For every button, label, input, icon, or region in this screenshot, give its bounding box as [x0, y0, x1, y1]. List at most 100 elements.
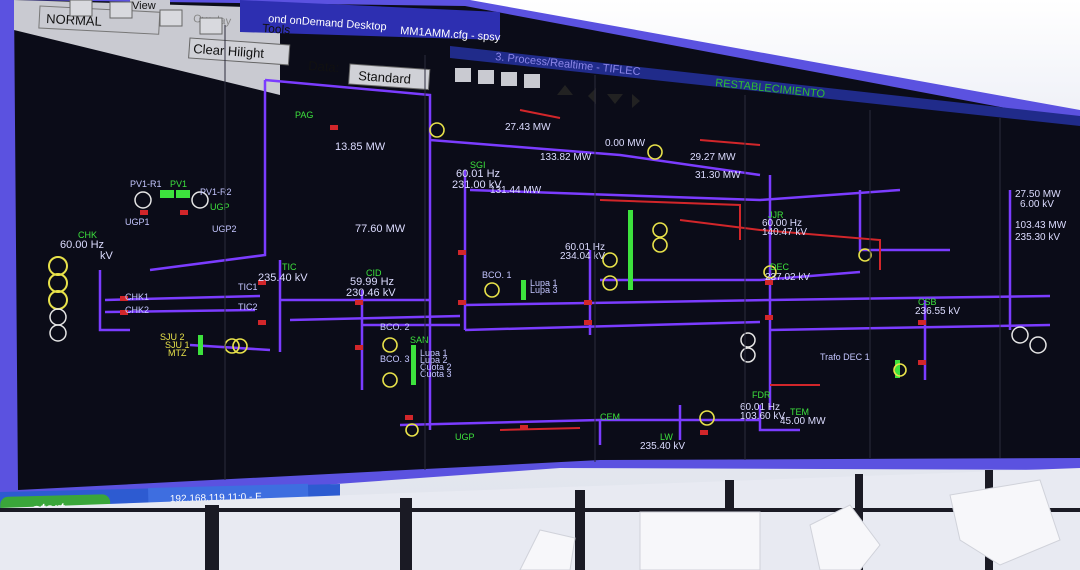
- breakers: [120, 125, 926, 435]
- label-flow-1385: 13.85 MW: [335, 141, 386, 153]
- label-ugp-bot: UGP: [455, 432, 475, 442]
- label-fdr: FDR: [752, 390, 771, 400]
- nav-button-next[interactable]: [501, 72, 517, 86]
- label-lupa2: Lupa 2: [420, 355, 448, 365]
- transformer-icon: [652, 222, 668, 238]
- chairs: [519, 479, 1061, 570]
- toolbar-button-3[interactable]: [159, 9, 183, 27]
- label-right-600: 6.00 kV: [1020, 199, 1054, 210]
- transformer-icon: [405, 423, 419, 437]
- generator-icon: [49, 324, 67, 342]
- nav-button-first[interactable]: [455, 68, 471, 82]
- data-label: Data:: [308, 58, 340, 75]
- clear-hilight-label: Clear Hilight: [193, 41, 265, 61]
- transformer-icon: [382, 337, 398, 353]
- view-menu[interactable]: [130, 0, 170, 12]
- transformer-icon: [484, 282, 500, 298]
- diagram-labels: PV1 PV1-R1 PV1-R2 UGP1 UGP2 UGP CHK 60.0…: [60, 110, 1067, 452]
- label-lw: LW: [660, 432, 673, 442]
- label-san: SAN: [410, 335, 429, 345]
- label-chk: CHK: [78, 230, 97, 240]
- label-trafo-dec: Trafo DEC 1: [820, 352, 870, 362]
- wall-base: [0, 468, 1080, 570]
- left-arrow-icon[interactable]: [588, 88, 596, 104]
- label-tem-mw: 45.00 MW: [780, 416, 826, 427]
- label-flow-3130: 31.30 MW: [695, 170, 741, 181]
- label-chk1: CHK1: [125, 292, 149, 302]
- label-cuota3: Cuota 3: [420, 369, 452, 379]
- bus-lines: [98, 78, 1051, 445]
- label-jjr-hz: 60.00 Hz: [762, 218, 802, 229]
- label-fdr-hz: 60.01 Hz: [740, 402, 780, 413]
- label-lupa1: Lupa 1: [420, 348, 448, 358]
- red-traces: [499, 109, 881, 431]
- tools-menu-label[interactable]: Tools: [262, 21, 291, 37]
- generator-icon: [191, 191, 209, 209]
- label-pv1-r1: PV1-R1: [130, 179, 162, 189]
- data-dropdown[interactable]: [348, 63, 431, 91]
- nav-button-prev[interactable]: [478, 70, 494, 84]
- label-tic: TIC: [282, 262, 297, 272]
- label-flow-13382: 133.82 MW: [540, 152, 592, 163]
- label-pag: PAG: [295, 110, 313, 120]
- screen-seams: [224, 25, 1001, 480]
- label-ugp1: UGP1: [125, 217, 150, 227]
- toolbar-button-1[interactable]: [69, 0, 93, 17]
- label-sgi-hz: 60.01 Hz: [456, 168, 500, 180]
- clear-hilight-button[interactable]: [188, 37, 291, 66]
- label-cid: CID: [366, 268, 382, 278]
- label-ugp: UGP: [210, 202, 230, 212]
- transformer-icon: [652, 237, 668, 253]
- label-bco3: BCO. 3: [380, 354, 410, 364]
- transformer-icon: [647, 144, 663, 160]
- label-ugp2: UGP2: [212, 224, 237, 234]
- label-cem: CEM: [600, 412, 620, 422]
- transformer-icon: [602, 252, 618, 268]
- generator-icons-white: [49, 191, 1047, 363]
- data-dropdown-value: Standard: [358, 68, 412, 87]
- label-bus-hz: 60.01 Hz: [565, 242, 605, 253]
- toolbar-button-4[interactable]: [199, 17, 223, 35]
- label-cid-hz: 59.99 Hz: [350, 276, 394, 288]
- label-sju1: SJU 1: [165, 340, 190, 350]
- view-menu-label: View: [132, 0, 156, 12]
- label-jjr-kv: 140.47 kV: [762, 227, 807, 238]
- process-bar: [450, 46, 1080, 126]
- label-right-10343: 103.43 MW: [1015, 220, 1067, 231]
- transformer-icon: [763, 265, 777, 279]
- label-sgi-kv: 231.00 kV: [452, 179, 502, 191]
- generator-icon: [1011, 326, 1029, 344]
- green-bars: [160, 190, 900, 385]
- label-flow-2743: 27.43 MW: [505, 122, 551, 133]
- label-sju2: SJU 2: [160, 332, 185, 342]
- toolbar-button-2[interactable]: [109, 1, 133, 19]
- label-tic1: TIC1: [238, 282, 258, 292]
- label-sgi: SGI: [470, 160, 486, 170]
- transformer-icon: [699, 410, 715, 426]
- label-cuota2: Cuota 2: [420, 362, 452, 372]
- label-tic-kv: 235.40 kV: [258, 272, 308, 284]
- label-flow-2927: 29.27 MW: [690, 152, 736, 163]
- nav-button-last[interactable]: [524, 74, 540, 88]
- label-right-23530: 235.30 kV: [1015, 232, 1060, 243]
- label-flow-0: 0.00 MW: [605, 138, 646, 149]
- label-chk-kv: kV: [100, 250, 114, 262]
- label-tem: TEM: [790, 407, 809, 417]
- generator-icon: [1029, 336, 1047, 354]
- label-flow-7760: 77.60 MW: [355, 223, 406, 235]
- transformer-icon: [232, 338, 248, 354]
- down-arrow-icon[interactable]: [607, 94, 623, 104]
- label-tic2: TIC2: [238, 302, 258, 312]
- label-right-2750: 27.50 MW: [1015, 189, 1061, 200]
- label-lupa1b: Lupa 1: [530, 278, 558, 288]
- label-csb: CSB: [918, 297, 937, 307]
- display-area: [14, 0, 1080, 490]
- right-arrow-icon[interactable]: [632, 94, 640, 108]
- label-bco1: BCO. 1: [482, 270, 512, 280]
- up-arrow-icon[interactable]: [557, 85, 573, 95]
- label-chk2: CHK2: [125, 305, 149, 315]
- label-mtz: MTZ: [168, 348, 187, 358]
- transformer-icon: [382, 372, 398, 388]
- generator-icon: [134, 191, 152, 209]
